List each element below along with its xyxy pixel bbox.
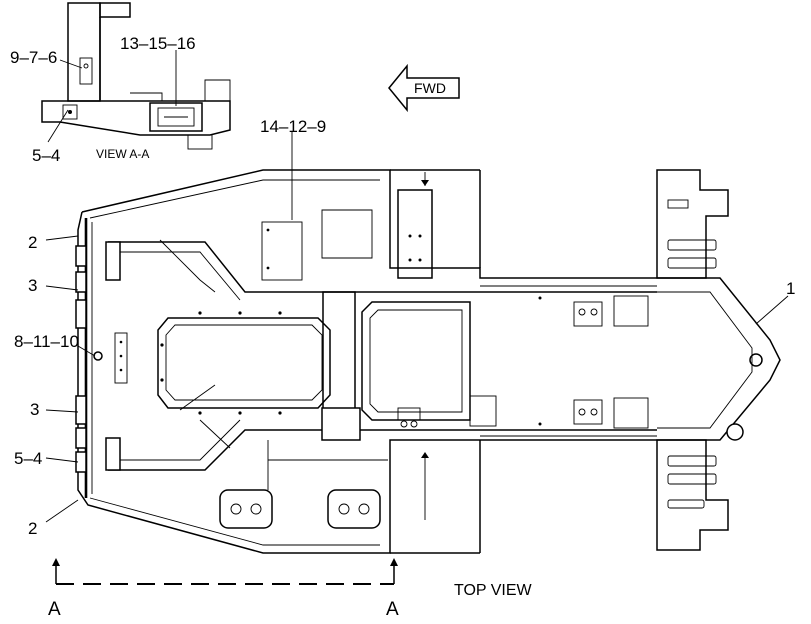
- callout-5-4-view-aa: 5–4: [32, 146, 60, 165]
- section-line-aa: [52, 558, 398, 585]
- callout-3-bottom: 3: [30, 400, 39, 419]
- callout-9-7-6: 9–7–6: [10, 48, 57, 67]
- view-aa-label: VIEW A-A: [96, 147, 149, 161]
- panel-bolts-left: [160, 311, 282, 415]
- top-view-label: TOP VIEW: [454, 582, 533, 599]
- fwd-label: FWD: [414, 80, 446, 96]
- fwd-arrow: FWD: [388, 63, 460, 113]
- callout-1: 1: [786, 279, 795, 298]
- callout-5-4-bottom: 5–4: [14, 449, 42, 468]
- callout-3-top: 3: [28, 276, 37, 295]
- callout-14-12-9: 14–12–9: [260, 117, 326, 136]
- leader-lines: [45, 50, 789, 523]
- frame-top-view: [75, 169, 781, 554]
- callout-2-top: 2: [28, 233, 37, 252]
- callout-8-11-10: 8–11–10: [14, 332, 79, 351]
- view-aa-inset: [41, 2, 231, 150]
- section-a-left-label: A: [48, 599, 61, 620]
- callout-13-15-16: 13–15–16: [120, 34, 196, 53]
- section-a-right-label: A: [386, 599, 399, 620]
- callout-2-bottom: 2: [28, 519, 37, 538]
